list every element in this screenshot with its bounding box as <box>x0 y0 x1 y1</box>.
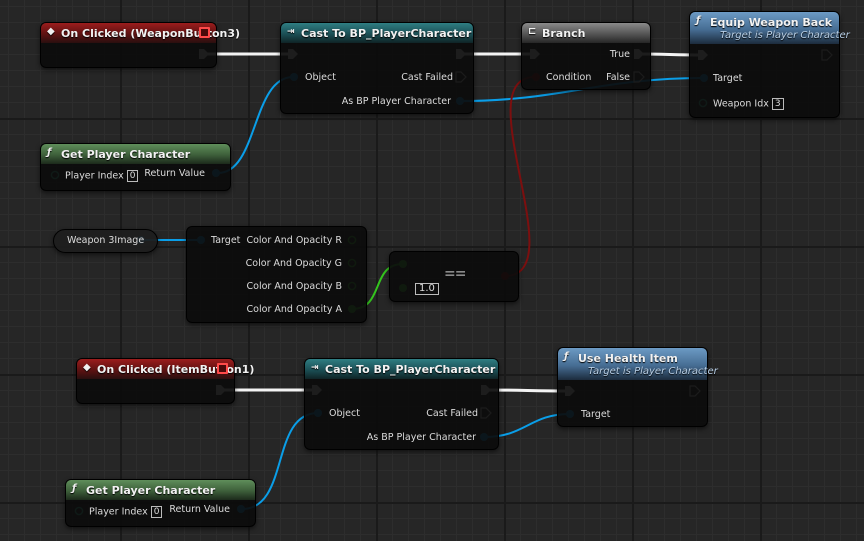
equip-weapon-back-node[interactable]: ƒ Equip Weapon Back Target is Player Cha… <box>689 11 850 118</box>
event-node-itembutton1[interactable]: ◆ On Clicked (ItemButton1) <box>76 358 254 404</box>
use-health-item-node[interactable]: ƒ Use Health Item Target is Player Chara… <box>557 347 718 427</box>
getplayer-return-label: Return Value <box>169 504 230 515</box>
equal-value-row: 1.0 <box>412 283 439 296</box>
equip-node-title: Equip Weapon Back <box>710 16 833 29</box>
usehealth-node-title: Use Health Item <box>578 352 678 365</box>
equal-value-input[interactable]: 1.0 <box>415 283 439 295</box>
cast-as-bp-label: As BP Player Character <box>341 96 451 107</box>
usehealth-node-subtitle: Target is Player Character <box>588 366 718 377</box>
cast-failed-label: Cast Failed <box>426 408 478 419</box>
branch-icon: ⊏ <box>528 26 537 37</box>
cast-node-2[interactable]: ⇥ Cast To BP_PlayerCharacter Object Cast… <box>304 358 499 450</box>
equip-weapon-idx-label: Weapon Idx <box>713 98 769 110</box>
coloropacity-b-label: Color And Opacity B <box>246 281 342 292</box>
event-stop-icon <box>217 363 228 374</box>
getplayer-node-header: ƒ Get Player Character <box>66 480 255 500</box>
coloropacity-g-label: Color And Opacity G <box>245 258 342 269</box>
cast-node-header: ⇥ Cast To BP_PlayerCharacter <box>281 23 473 43</box>
cast-object-label: Object <box>305 72 336 83</box>
getplayer-index-label: Player Index <box>65 170 124 182</box>
branch-true-label: True <box>609 49 630 60</box>
event-node-title: On Clicked (WeaponButton3) <box>61 27 241 40</box>
usehealth-node-header: ƒ Use Health Item Target is Player Chara… <box>558 348 718 380</box>
cast-arrows-icon: ⇥ <box>311 363 319 373</box>
getplayer-return-label: Return Value <box>144 168 205 179</box>
coloropacity-r-label: Color And Opacity R <box>246 235 342 246</box>
cast-node-title: Cast To BP_PlayerCharacter <box>301 27 472 40</box>
color-and-opacity-node[interactable]: Target Color And Opacity R Color And Opa… <box>186 226 367 323</box>
branch-node-title: Branch <box>542 27 586 40</box>
exec-wire-cast2-usehealth <box>485 388 570 393</box>
weapon-3image-label: Weapon 3Image <box>67 235 145 246</box>
branch-condition-label: Condition <box>546 72 592 83</box>
equip-target-label: Target <box>713 73 743 84</box>
getplayer-node-title: Get Player Character <box>61 148 191 161</box>
equal-float-node[interactable]: == 1.0 <box>389 251 519 302</box>
getplayer-index-input[interactable]: 0 <box>150 506 163 518</box>
event-diamond-icon: ◆ <box>83 362 91 373</box>
coloropacity-target-label: Target <box>211 235 241 246</box>
cast-node-1[interactable]: ⇥ Cast To BP_PlayerCharacter Object Cast… <box>280 22 474 114</box>
function-f-icon: ƒ <box>72 483 77 494</box>
cast-node-title: Cast To BP_PlayerCharacter <box>325 363 496 376</box>
branch-node-header: ⊏ Branch <box>522 23 650 43</box>
function-f-icon: ƒ <box>564 351 569 362</box>
usehealth-target-label: Target <box>581 409 611 420</box>
function-f-icon: ƒ <box>47 147 52 158</box>
event-stop-icon <box>199 27 210 38</box>
getplayer-node-header: ƒ Get Player Character <box>41 144 230 164</box>
event-node-title: On Clicked (ItemButton1) <box>97 363 255 376</box>
weapon-3image-variable-node[interactable]: Weapon 3Image <box>53 229 158 253</box>
getplayer-index-input[interactable]: 0 <box>126 170 139 182</box>
cast-as-bp-label: As BP Player Character <box>366 432 476 443</box>
bool-wire-equal-branch <box>504 76 536 277</box>
equip-node-subtitle: Target is Player Character <box>720 30 850 41</box>
cast-failed-label: Cast Failed <box>401 72 453 83</box>
branch-node[interactable]: ⊏ Branch True Condition False <box>521 22 651 90</box>
getplayer-node-title: Get Player Character <box>86 484 216 497</box>
coloropacity-a-label: Color And Opacity A <box>246 304 342 315</box>
cast-object-label: Object <box>329 408 360 419</box>
event-diamond-icon: ◆ <box>47 26 55 37</box>
equal-operator-label: == <box>444 266 466 282</box>
cast-arrows-icon: ⇥ <box>287 27 295 37</box>
cast-node-header: ⇥ Cast To BP_PlayerCharacter <box>305 359 498 379</box>
event-node-header: ◆ On Clicked (WeaponButton3) <box>41 23 240 43</box>
equip-weapon-idx-input[interactable]: 3 <box>771 98 784 110</box>
event-node-weaponbutton3[interactable]: ◆ On Clicked (WeaponButton3) <box>40 22 240 68</box>
getplayer-index-label: Player Index <box>89 506 148 518</box>
event-node-header: ◆ On Clicked (ItemButton1) <box>77 359 254 379</box>
function-f-icon: ƒ <box>696 15 701 26</box>
equip-node-header: ƒ Equip Weapon Back Target is Player Cha… <box>690 12 850 44</box>
branch-false-label: False <box>606 72 630 83</box>
